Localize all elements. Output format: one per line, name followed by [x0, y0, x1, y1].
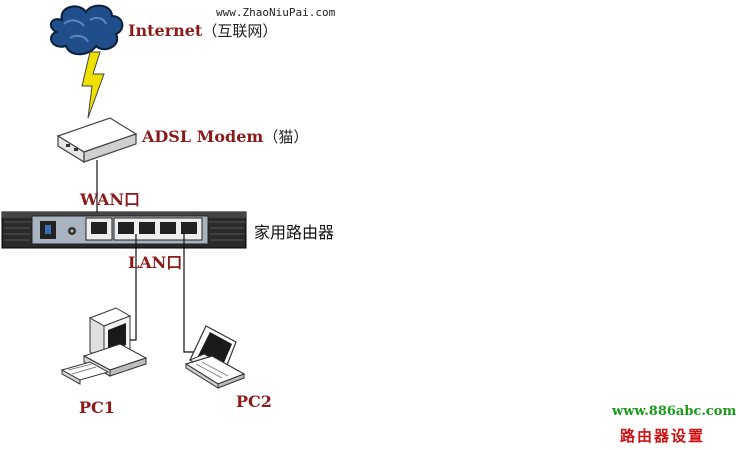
lan-cable-pc2 [183, 234, 202, 353]
lightning-icon [81, 51, 105, 119]
site-url-watermark: www.886abc.com [612, 404, 736, 419]
internet-label-text: Internet [128, 21, 203, 40]
pc1-label: PC1 [79, 398, 115, 417]
internet-label-paren: （互联网） [202, 22, 278, 40]
modem-icon [56, 117, 138, 164]
lan-port-label: LAN口 [128, 253, 183, 272]
network-diagram [1, 4, 247, 389]
pc2-label: PC2 [236, 392, 272, 411]
laptop-icon [184, 325, 246, 389]
internet-label: Internet（互联网） [128, 20, 277, 41]
wan-port-label: WAN口 [80, 190, 140, 209]
watermark-top: www.ZhaoNiuPai.com [216, 6, 336, 19]
router-icon [1, 211, 247, 249]
modem-label: ADSL Modem（猫） [142, 126, 308, 147]
router-label: 家用路由器 [254, 223, 335, 242]
modem-label-paren: （猫） [263, 128, 309, 146]
cloud-icon [49, 4, 124, 56]
site-name-watermark: 路由器设置 [620, 427, 706, 445]
modem-label-text: ADSL Modem [142, 127, 264, 146]
desktop-pc-icon [60, 307, 148, 385]
